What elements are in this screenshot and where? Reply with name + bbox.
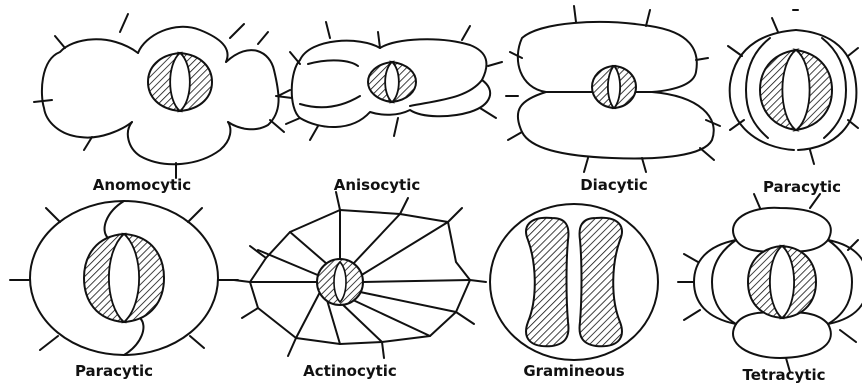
label-paracytic-bottom: Paracytic <box>75 362 153 380</box>
anomocytic-diagram: Anomocytic <box>34 14 292 194</box>
label-anisocytic: Anisocytic <box>334 176 421 194</box>
label-gramineous: Gramineous <box>523 362 624 380</box>
tetracytic-diagram: Tetracytic <box>678 194 862 384</box>
actinocytic-diagram: Actinocytic <box>234 192 486 380</box>
label-diacytic: Diacytic <box>580 176 648 194</box>
label-actinocytic: Actinocytic <box>303 362 397 380</box>
gramineous-diagram: Gramineous <box>490 204 658 380</box>
label-anomocytic: Anomocytic <box>93 176 191 194</box>
paracytic-diagram: Paracytic <box>728 10 858 196</box>
label-tetracytic: Tetracytic <box>743 366 826 384</box>
paracytic-2-diagram: Paracytic <box>10 201 238 380</box>
anisocytic-diagram: Anisocytic <box>278 22 502 194</box>
diacytic-diagram: Diacytic <box>506 6 720 194</box>
label-paracytic-top: Paracytic <box>763 178 841 196</box>
